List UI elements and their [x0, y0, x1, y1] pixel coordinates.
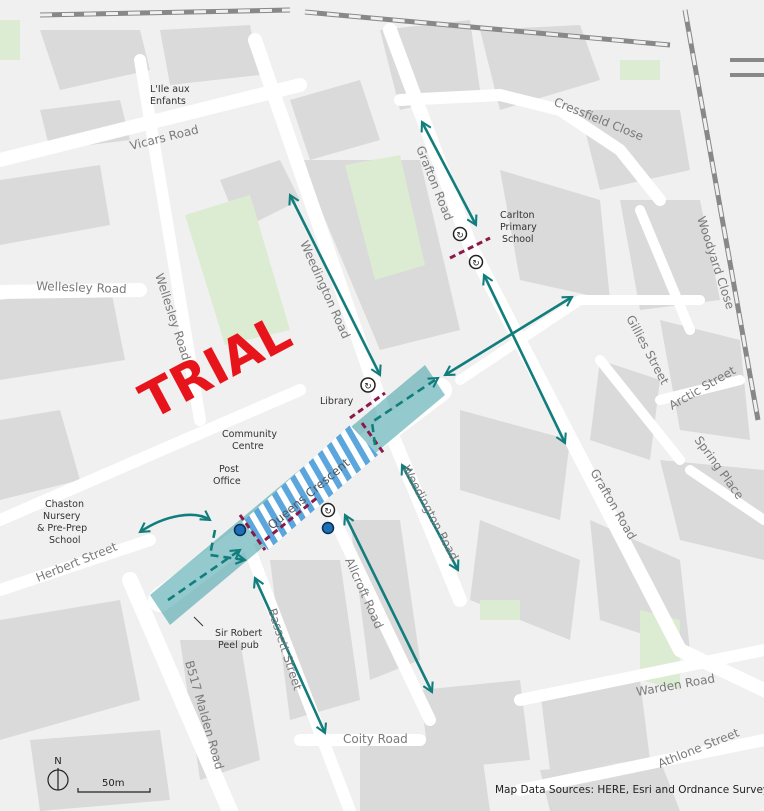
u-turn-icon: ↻ [320, 502, 336, 518]
road-label-wellesley-h: Wellesley Road [36, 279, 127, 296]
road-label-coity: Coity Road [343, 732, 408, 746]
svg-text:↻: ↻ [364, 382, 372, 392]
poi-peel-line1: Sir Robert [215, 628, 262, 639]
poi-community-line1: Community [222, 429, 277, 440]
traffic-arrows [138, 120, 574, 735]
u-turn-icon: ↻ [468, 254, 484, 270]
poi-carlton-line3: School [502, 234, 534, 245]
poi-carlton-line1: Carlton [500, 210, 535, 221]
north-arrow-icon: N [47, 756, 69, 791]
u-turn-icon: ↻ [452, 226, 468, 242]
closure-lines [238, 236, 491, 551]
svg-text:↻: ↻ [324, 507, 332, 517]
poi-carlton-line2: Primary [500, 222, 537, 233]
poi-library: Library [320, 396, 354, 407]
poi-chaston-line3: & Pre-Prep [37, 523, 87, 534]
post-box-icon[interactable] [321, 521, 335, 535]
poi-chaston-line4: School [49, 535, 81, 546]
poi-chaston-line2: Nursery [43, 511, 81, 522]
dashed-arrows [167, 376, 440, 602]
railways [39, 7, 764, 421]
poi-chaston-line1: Chaston [45, 499, 84, 510]
poi-post-line1: Post [219, 464, 239, 475]
svg-text:↻: ↻ [472, 259, 480, 269]
poi-lile-line2: Enfants [150, 96, 186, 107]
poi-post-line2: Office [213, 476, 241, 487]
post-box-icon[interactable] [233, 523, 247, 537]
source-attribution: Map Data Sources: HERE, Esri and Ordnanc… [495, 784, 764, 796]
scale-label: 50m [102, 778, 124, 789]
school-street-hatch [242, 425, 378, 550]
north-label: N [54, 756, 61, 767]
peel-pointer [193, 616, 204, 627]
poi-lile-line1: L'Ile aux [150, 84, 190, 95]
poi-peel-line2: Peel pub [218, 640, 259, 651]
u-turn-icon: ↻ [360, 377, 376, 393]
poi-community-line2: Centre [232, 441, 264, 452]
svg-text:↻: ↻ [456, 231, 464, 241]
scale-bar: 50m [77, 778, 151, 793]
